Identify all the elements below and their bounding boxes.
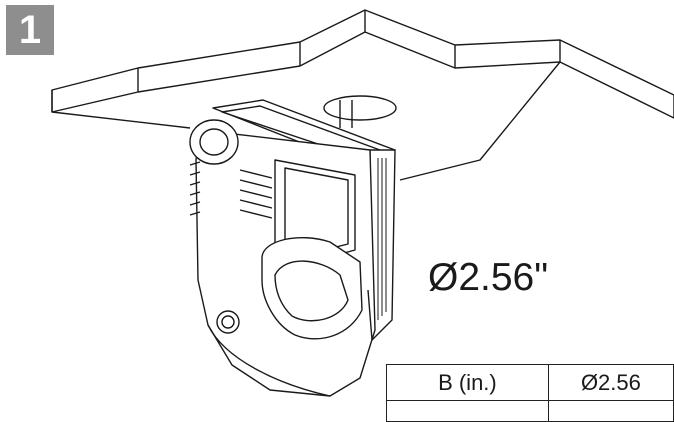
table-row xyxy=(386,400,674,422)
camera-bracket-icon xyxy=(189,99,396,397)
step-number: 1 xyxy=(18,7,42,52)
diameter-label: Ø2.56" xyxy=(428,256,549,299)
cable-hole-icon xyxy=(323,95,397,128)
table-cell xyxy=(386,400,549,422)
spec-table: B (in.) Ø2.56 xyxy=(386,364,674,422)
ceiling-panel-icon xyxy=(51,9,674,181)
table-header-cell: B (in.) xyxy=(386,364,549,401)
table-value-cell: Ø2.56 xyxy=(547,364,674,401)
step-number-badge: 1 xyxy=(6,5,54,55)
table-cell xyxy=(547,400,674,422)
table-row: B (in.) Ø2.56 xyxy=(386,364,674,401)
